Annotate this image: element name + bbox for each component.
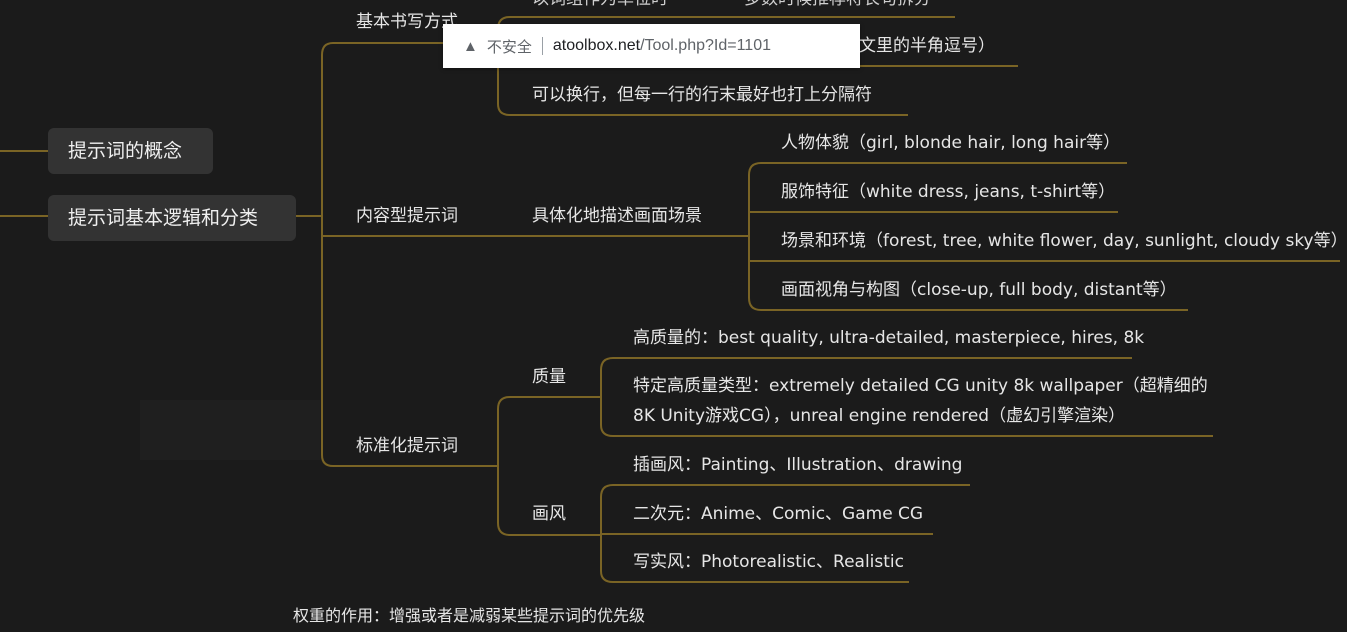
warning-icon: ▲ xyxy=(463,37,478,55)
node-writing-item-3: 可以换行，但每一行的行末最好也打上分隔符 xyxy=(532,85,872,105)
node-describe-scene[interactable]: 具体化地描述画面场景 xyxy=(532,206,702,226)
node-weight[interactable]: 权重的作用：增强或者是减弱某些提示词的优先级 xyxy=(293,606,646,625)
url-path: /Tool.php?Id=1101 xyxy=(640,37,771,54)
node-writing-item-1a: 以词组作为单位时 xyxy=(532,0,668,10)
node-quality-item-specific-1: 特定高质量类型：extremely detailed CG unity 8k w… xyxy=(633,376,1208,396)
node-prompt-concept[interactable]: 提示词的概念 xyxy=(48,128,213,174)
node-content-item-clothing: 服饰特征（white dress, jeans, t-shirt等） xyxy=(781,182,1116,202)
node-prompt-logic-categories[interactable]: 提示词基本逻辑和分类 xyxy=(48,195,296,241)
node-standard-prompt[interactable]: 标准化提示词 xyxy=(356,436,458,456)
node-style-item-illustration: 插画风：Painting、Illustration、drawing xyxy=(633,455,963,475)
node-style-item-realistic: 写实风：Photorealistic、Realistic xyxy=(633,552,904,572)
node-art-style[interactable]: 画风 xyxy=(532,504,566,524)
node-quality-item-specific-2: 8K Unity游戏CG），unreal engine rendered（虚幻引… xyxy=(633,406,1126,426)
node-content-item-environment: 场景和环境（forest, tree, white flower, day, s… xyxy=(781,231,1347,251)
node-quality[interactable]: 质量 xyxy=(532,367,566,387)
node-content-prompt[interactable]: 内容型提示词 xyxy=(356,206,458,226)
url-text[interactable]: atoolbox.net/Tool.php?Id=1101 xyxy=(553,37,771,55)
node-content-item-appearance: 人物体貌（girl, blonde hair, long hair等） xyxy=(781,133,1121,153)
node-style-item-anime: 二次元：Anime、Comic、Game CG xyxy=(633,504,924,524)
faded-area xyxy=(140,400,320,460)
address-separator xyxy=(541,37,543,55)
browser-address-bar[interactable]: ▲ 不安全 atoolbox.net/Tool.php?Id=1101 xyxy=(443,24,860,68)
security-status: 不安全 xyxy=(486,38,532,56)
node-quality-item-high: 高质量的：best quality, ultra-detailed, maste… xyxy=(633,328,1145,348)
url-host: atoolbox.net xyxy=(552,37,641,54)
node-writing-item-1b: 多数时候推荐将长句拆分 xyxy=(744,0,931,10)
node-content-item-composition: 画面视角与构图（close-up, full body, distant等） xyxy=(781,280,1177,300)
node-writing-style[interactable]: 基本书写方式 xyxy=(356,12,458,32)
node-writing-item-2: 英文里的半角逗号） xyxy=(842,36,995,56)
